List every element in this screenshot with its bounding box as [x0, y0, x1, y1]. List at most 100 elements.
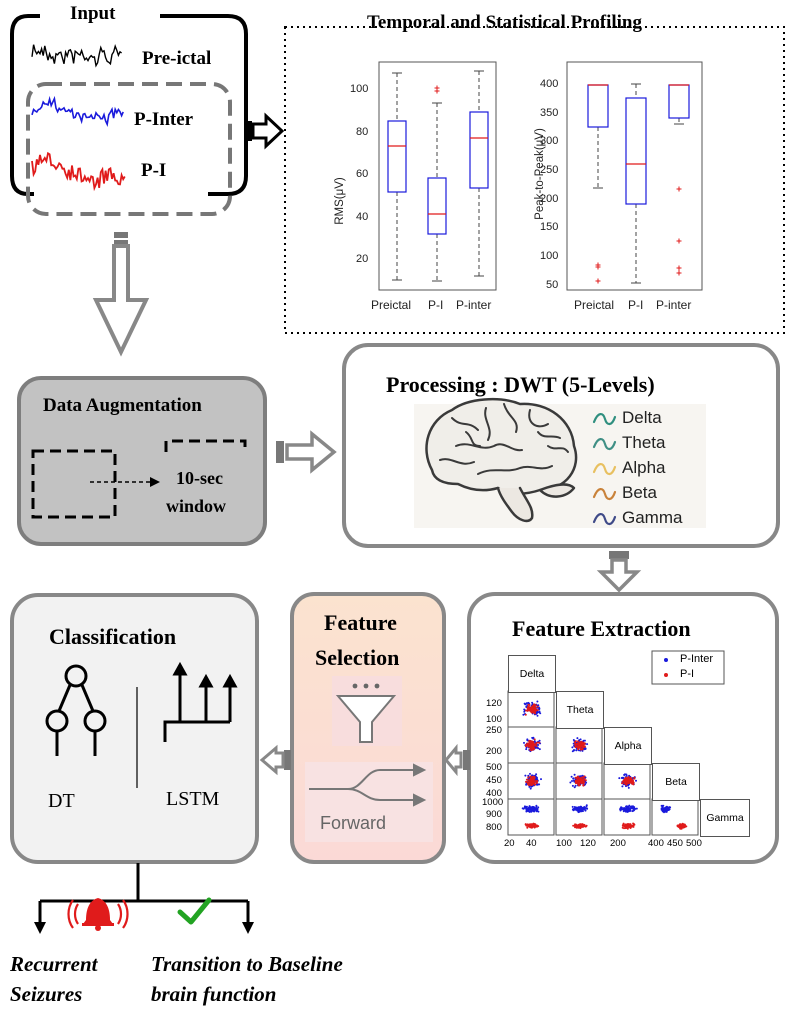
- scatter-point-p-inter: [627, 786, 630, 789]
- scatter-point-p-i: [623, 778, 626, 781]
- scatter-point-p-inter: [572, 777, 575, 780]
- scatter-point-p-i: [676, 824, 679, 827]
- xtick-100: 100: [556, 838, 572, 849]
- ytick-delta-100: 100: [486, 714, 502, 725]
- scatter-point-p-inter: [662, 804, 665, 807]
- scatter-point-p-i: [575, 745, 578, 748]
- scatter-point-p-i: [572, 824, 575, 827]
- p2p-ytick-50: 50: [546, 279, 559, 291]
- scatter-point-p-inter: [572, 749, 575, 752]
- scatter-point-p-i: [624, 824, 627, 827]
- scatter-point-p-i: [633, 777, 636, 780]
- scatter-point-p-inter: [585, 807, 588, 810]
- xtick-400: 400: [648, 838, 664, 849]
- legend-p-i-marker: [664, 673, 668, 677]
- p2p-ytick-250: 250: [540, 164, 559, 176]
- band-wave-delta: [592, 413, 617, 426]
- scatter-point-p-i: [681, 825, 684, 828]
- forward-label: Forward: [320, 813, 387, 833]
- scatter-point-p-i: [583, 777, 586, 780]
- processing-title: Processing : DWT (5-Levels): [386, 372, 655, 397]
- scatter-point-p-inter: [625, 773, 628, 776]
- scatter-cell-r1-c1: [507, 690, 555, 728]
- scatter-point-p-i: [627, 778, 630, 781]
- scatter-point-p-i: [626, 827, 629, 830]
- scatter-point-p-inter: [571, 780, 573, 782]
- outcome-left-line2: Seizures: [10, 982, 83, 1006]
- scatter-point-p-i: [531, 707, 533, 710]
- ytick-alpha-500: 500: [486, 762, 502, 773]
- scatter-point-p-i: [524, 713, 527, 716]
- scatter-point-p-i: [679, 827, 682, 830]
- p2p-ytick-300: 300: [540, 135, 559, 147]
- scatter-point-p-i: [534, 783, 537, 786]
- input-dashed-group: [26, 82, 232, 216]
- legend-p-inter-marker: [664, 658, 668, 662]
- scatter-point-p-i: [529, 780, 532, 783]
- scatter-point-p-i: [576, 745, 579, 748]
- scatter-point-p-inter: [529, 806, 532, 809]
- scatter-point-p-inter: [522, 713, 525, 716]
- scatter-point-p-inter: [635, 779, 637, 782]
- scatter-point-p-i: [535, 782, 538, 784]
- forward-selection-icon: [309, 763, 427, 807]
- scatter-point-p-i: [633, 823, 636, 826]
- rms-chart-frame: [378, 61, 497, 291]
- scatter-point-p-inter: [584, 809, 587, 811]
- band-wave-alpha: [592, 463, 617, 476]
- rms-cat-p-inter: P-inter: [456, 298, 492, 312]
- scatter-point-p-i: [536, 709, 539, 711]
- scatter-point-p-i: [681, 823, 684, 826]
- profiling-title: Temporal and Statistical Profiling: [367, 12, 642, 33]
- scatter-point-p-i: [626, 825, 629, 828]
- scatter-point-p-i: [625, 783, 628, 786]
- scatter-point-p-inter: [578, 810, 581, 813]
- p2p-cat-preictal: Preictal: [574, 298, 615, 312]
- model-dt: DT: [48, 790, 75, 812]
- scatter-point-p-i: [581, 741, 584, 744]
- scatter-point-p-inter: [523, 710, 526, 713]
- scatter-point-p-i: [582, 776, 585, 779]
- legend-p-inter: P-Inter: [680, 653, 714, 665]
- scatter-cell-r3-c2: [555, 762, 603, 800]
- scatter-point-p-inter: [665, 807, 668, 810]
- band-delta: Delta: [622, 408, 662, 427]
- scatter-point-p-i: [524, 745, 527, 748]
- scatter-point-p-i: [527, 776, 530, 779]
- scatter-point-p-i: [535, 741, 538, 744]
- scatter-point-p-inter: [571, 805, 574, 808]
- scatter-point-p-i: [580, 779, 583, 782]
- scatter-point-p-i: [534, 780, 537, 783]
- scatter-point-p-i: [525, 778, 528, 781]
- scatter-point-p-i: [621, 780, 624, 783]
- scatter-point-p-i: [683, 824, 686, 827]
- scatter-point-p-i: [632, 780, 635, 783]
- scatter-point-p-i: [573, 741, 576, 744]
- scatter-point-p-i: [533, 703, 535, 706]
- scatter-point-p-i: [527, 705, 530, 708]
- scatter-point-p-inter: [528, 785, 531, 788]
- scatter-point-p-inter: [571, 746, 574, 749]
- band-wave-beta: [592, 488, 617, 501]
- scatter-point-p-inter: [528, 808, 531, 811]
- scatter-point-p-inter: [525, 810, 528, 813]
- scatter-point-p-i: [530, 779, 533, 782]
- matrix-label-gamma: Gamma: [700, 799, 750, 837]
- scatter-point-p-inter: [575, 808, 578, 811]
- rms-y-label: RMS(μV): [334, 177, 346, 225]
- ytick-alpha-450: 450: [486, 775, 502, 786]
- scatter-point-p-i: [574, 776, 577, 779]
- xtick-40: 40: [526, 838, 537, 849]
- augmentation-box: [17, 376, 267, 546]
- scatter-point-p-i: [527, 744, 529, 747]
- funnel-icon: [335, 683, 397, 743]
- scatter-point-p-i: [531, 741, 534, 744]
- rms-cat-p-i: P-I: [428, 298, 444, 312]
- scatter-point-p-inter: [623, 773, 626, 776]
- scatter-point-p-i: [583, 823, 586, 826]
- p2p-box-preictal: [587, 84, 609, 284]
- new-window-dashed: [164, 439, 247, 452]
- scatter-point-p-i: [531, 744, 534, 746]
- scatter-point-p-i: [528, 823, 530, 826]
- scatter-point-p-inter: [665, 806, 668, 808]
